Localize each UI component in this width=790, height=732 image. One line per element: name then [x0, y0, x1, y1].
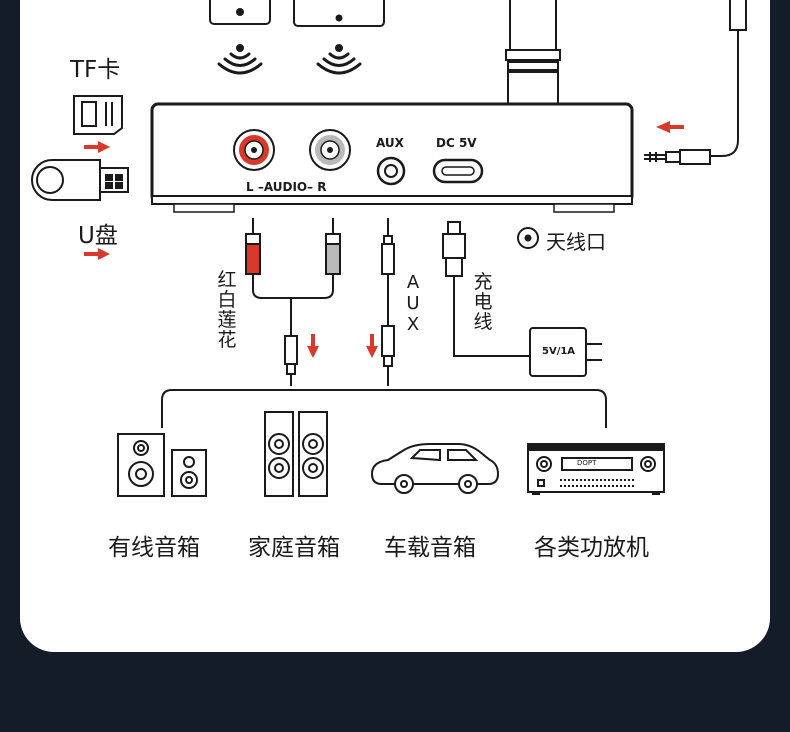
device-bracket — [161, 389, 607, 428]
antenna-port-label: 天线口 — [546, 230, 606, 254]
rca-cable-icon — [245, 218, 341, 386]
amplifier-icon — [527, 443, 665, 495]
device-label-wired-speakers: 有线音箱 — [108, 535, 200, 561]
aux-cable-label: AUX — [406, 272, 420, 335]
device-label-home-speakers: 家庭音箱 — [248, 535, 340, 561]
dc-port-icon — [432, 158, 484, 184]
down-arrow-icon — [307, 334, 319, 358]
tf-card-label: TF卡 — [70, 57, 121, 83]
amplifier-display-text: DOPT — [577, 459, 597, 467]
phone-icon — [209, 0, 271, 25]
antenna-port-marker-icon — [517, 227, 539, 249]
charge-cable-icon — [442, 221, 602, 377]
wired-speakers-icon — [117, 433, 207, 497]
device-label-amplifiers: 各类功放机 — [534, 535, 649, 561]
rca-cable-label: 红白莲花 — [217, 269, 237, 351]
wireless-signal-icon — [316, 44, 362, 75]
home-speakers-icon — [264, 411, 328, 497]
rca-left-port-icon — [233, 129, 275, 171]
insert-arrow-icon — [656, 121, 684, 133]
rca-right-port-icon — [309, 129, 351, 171]
tf-card-icon — [73, 95, 123, 135]
receiver-box — [150, 102, 634, 213]
aux-port-icon — [376, 156, 406, 186]
u-disk-label: U盘 — [78, 223, 118, 249]
tablet-icon — [293, 0, 385, 27]
charge-cable-label: 充电线 — [473, 271, 493, 333]
aux-input-cable-icon — [644, 0, 747, 165]
aux-port-label: AUX — [376, 136, 404, 150]
insert-arrow-icon — [84, 248, 110, 260]
aux-cable-icon — [381, 218, 395, 386]
usb-drive-icon — [31, 159, 129, 201]
car-icon — [370, 443, 500, 494]
insert-arrow-icon — [84, 141, 110, 153]
device-label-car-speakers: 车载音箱 — [384, 535, 476, 561]
dc-port-label: DC 5V — [436, 136, 477, 150]
wireless-signal-icon — [217, 44, 263, 75]
down-arrow-icon — [366, 334, 378, 358]
adapter-label: 5V/1A — [542, 346, 576, 357]
audio-port-label: L –AUDIO– R — [246, 180, 327, 194]
